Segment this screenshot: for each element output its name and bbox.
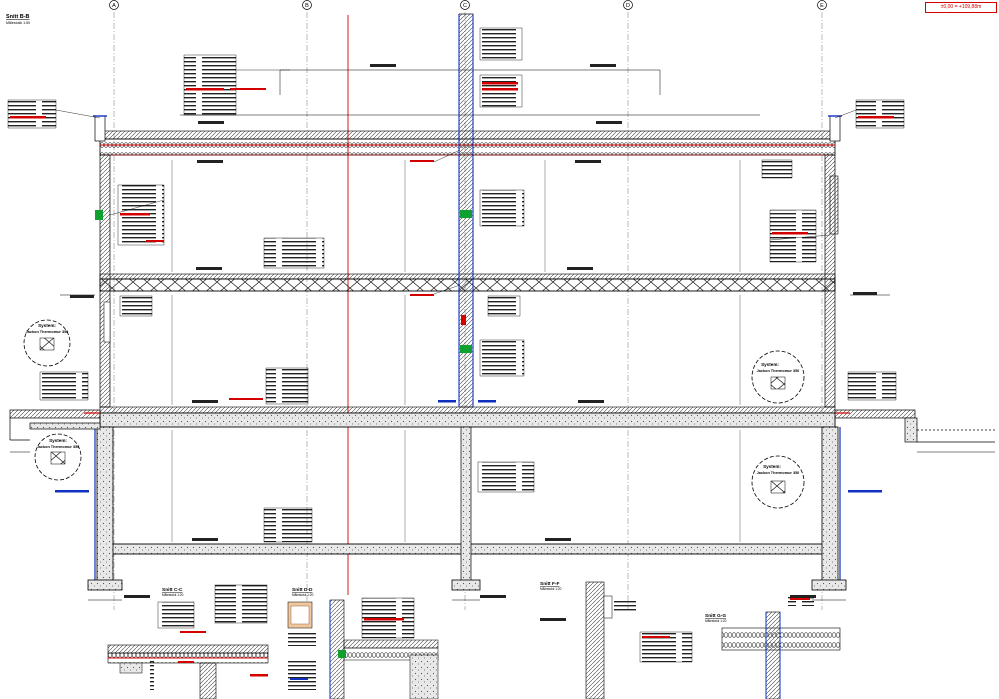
section-title: Snitt B-B: [6, 14, 30, 20]
svg-text:Snitt F-F: Snitt F-F: [540, 581, 560, 587]
axis-bubbles: [109, 0, 827, 10]
axis-bubble-c: [460, 0, 470, 10]
axis-label-a: A: [112, 3, 116, 9]
svg-text:Snitt D-D: Snitt D-D: [292, 587, 313, 593]
svg-text:Jackon Thermomur 350: Jackon Thermomur 350: [757, 369, 800, 373]
svg-text:Målestokk 1:20: Målestokk 1:20: [540, 587, 562, 591]
svg-text:System:: System:: [761, 362, 779, 367]
terraces: [9, 409, 995, 443]
svg-text:Jackon Thermomur 350: Jackon Thermomur 350: [757, 471, 800, 475]
svg-text:Målestokk 1:20: Målestokk 1:20: [162, 593, 184, 597]
leader-lines: [55, 69, 857, 295]
axis-label-c: C: [463, 3, 467, 9]
axis-label-d: D: [626, 3, 630, 9]
svg-text:Jackon Thermomur 350: Jackon Thermomur 350: [37, 445, 80, 449]
bottom-dimensions: [10, 451, 995, 601]
annotation-highlights: [10, 82, 894, 633]
section-scale: Målestokk 1:50: [6, 21, 30, 25]
svg-text:System:: System:: [763, 464, 781, 469]
system-callout-left-upper: System: Jackon Thermomur 350: [23, 319, 71, 367]
system-callout-right-upper: System: Jackon Thermomur 350: [751, 350, 805, 404]
detail-f-f: Snitt F-F Målestokk 1:20: [540, 581, 693, 699]
svg-text:Målestokk 1:20: Målestokk 1:20: [292, 593, 314, 597]
axis-bubble-e: [817, 0, 827, 10]
scale-note-badge: ±0,00 = +109,88m: [925, 2, 997, 13]
axis-label-e: E: [820, 3, 824, 9]
detail-c-c: Snitt C-C Målestokk 1:20: [107, 584, 269, 699]
svg-text:System:: System:: [38, 323, 56, 328]
svg-text:System:: System:: [49, 438, 67, 443]
side-note: [150, 660, 154, 690]
detail-g-g: Snitt G-G Målestokk 1:20: [705, 596, 841, 699]
axis-bubble-b: [302, 0, 312, 10]
ground-floor-slab: [99, 406, 836, 428]
system-callout-left-lower: System: Jackon Thermomur 350: [34, 433, 82, 481]
blue-notes: [55, 400, 882, 493]
walls: [87, 13, 847, 591]
system-callout-right-lower: System: Jackon Thermomur 350: [751, 455, 805, 509]
detail-d-d: Snitt D-D Målestokk 1:20: [287, 587, 439, 699]
annotation-blocks: [7, 27, 905, 543]
svg-text:Jackon Thermomur 350: Jackon Thermomur 350: [26, 330, 69, 334]
axis-bubble-a: [109, 0, 119, 10]
interior-markers: [171, 160, 741, 542]
level-marks: [70, 64, 877, 598]
svg-text:Snitt G-G: Snitt G-G: [705, 613, 726, 619]
svg-text:Målestokk 1:20: Målestokk 1:20: [705, 619, 727, 623]
svg-text:Snitt C-C: Snitt C-C: [162, 587, 183, 593]
parapets: [93, 115, 842, 142]
axis-bubble-d: [623, 0, 633, 10]
axis-label-b: B: [305, 3, 309, 9]
